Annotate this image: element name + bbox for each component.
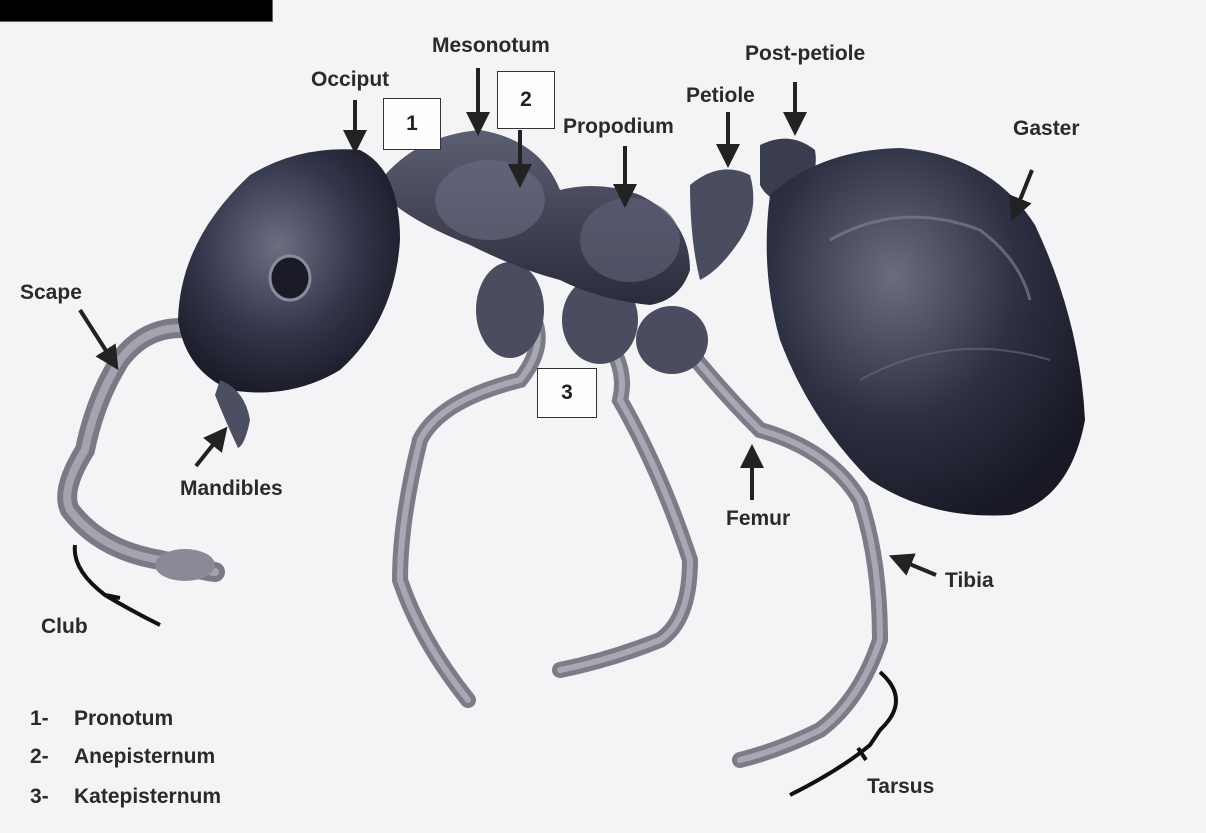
box-1: 1 [383,98,441,150]
label-tibia: Tibia [945,570,994,591]
legend-name: Pronotum [74,707,173,730]
legend-item: 1-Pronotum [30,707,173,731]
legend-name: Anepisternum [74,745,215,768]
label-occiput: Occiput [311,69,389,90]
box-2: 2 [497,71,555,129]
legend-number: 1- [30,707,74,731]
eye [270,256,310,300]
label-propodium: Propodium [563,116,674,137]
legend-item: 2-Anepisternum [30,745,215,769]
box-3: 3 [537,368,597,418]
label-tarsus: Tarsus [867,776,934,797]
legend-number: 3- [30,785,74,809]
legend-item: 3-Katepisternum [30,785,221,809]
label-mesonotum: Mesonotum [432,35,550,56]
label-petiole: Petiole [686,85,755,106]
label-club: Club [41,616,88,637]
label-gaster: Gaster [1013,118,1080,139]
petiole [690,169,753,280]
legend-name: Katepisternum [74,785,221,808]
legend-number: 2- [30,745,74,769]
label-femur: Femur [726,508,790,529]
label-mandibles: Mandibles [180,478,283,499]
antenna [67,328,215,581]
label-scape: Scape [20,282,82,303]
label-post-petiole: Post-petiole [745,43,865,64]
